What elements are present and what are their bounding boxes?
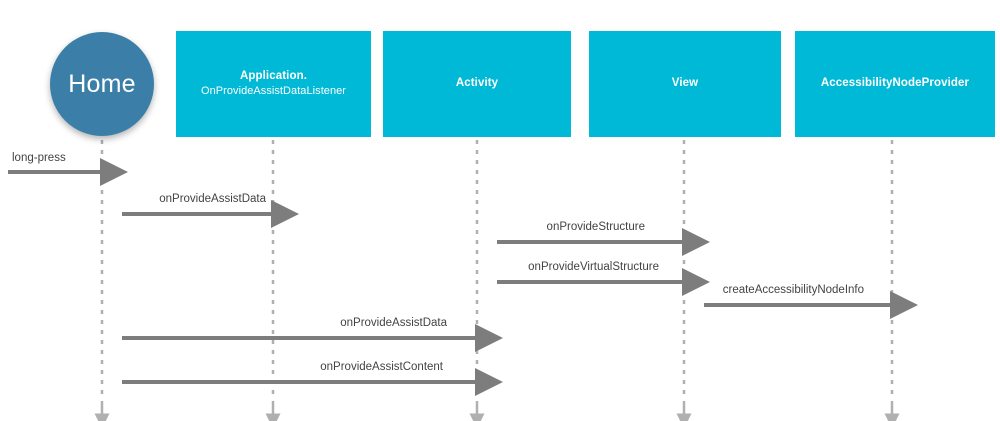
- participant-sublabel-application-listener: OnProvideAssistDataListener: [200, 85, 347, 98]
- actor-label: Home: [68, 69, 136, 98]
- message-label-on-provide-assist-content: onProvideAssistContent: [320, 361, 443, 373]
- message-label-on-provide-virtual-structure: onProvideVirtualStructure: [528, 261, 659, 273]
- message-label-long-press: long-press: [12, 152, 66, 164]
- message-label-create-accessibility-node-info: createAccessibilityNodeInfo: [722, 284, 864, 296]
- lifelines-group: [94, 140, 900, 421]
- participant-label-accessibility-node-provider: AccessibilityNodeProvider: [820, 77, 970, 90]
- participant-box-activity[interactable]: Activity: [383, 31, 571, 137]
- message-label-on-provide-assist-data-2: onProvideAssistData: [340, 317, 447, 329]
- participant-box-accessibility-node-provider[interactable]: AccessibilityNodeProvider: [795, 31, 995, 137]
- participant-label-activity: Activity: [455, 77, 499, 90]
- participant-box-view[interactable]: View: [589, 31, 781, 137]
- message-label-on-provide-structure: onProvideStructure: [546, 221, 645, 233]
- actor-home[interactable]: Home: [50, 32, 154, 136]
- message-arrows-group: [8, 158, 918, 396]
- participant-box-application-listener[interactable]: Application.OnProvideAssistDataListener: [176, 31, 371, 137]
- participant-label-application-listener: Application.OnProvideAssistDataListener: [200, 69, 347, 98]
- participant-label-view: View: [671, 77, 699, 90]
- message-label-on-provide-assist-data-1: onProvideAssistData: [159, 193, 266, 205]
